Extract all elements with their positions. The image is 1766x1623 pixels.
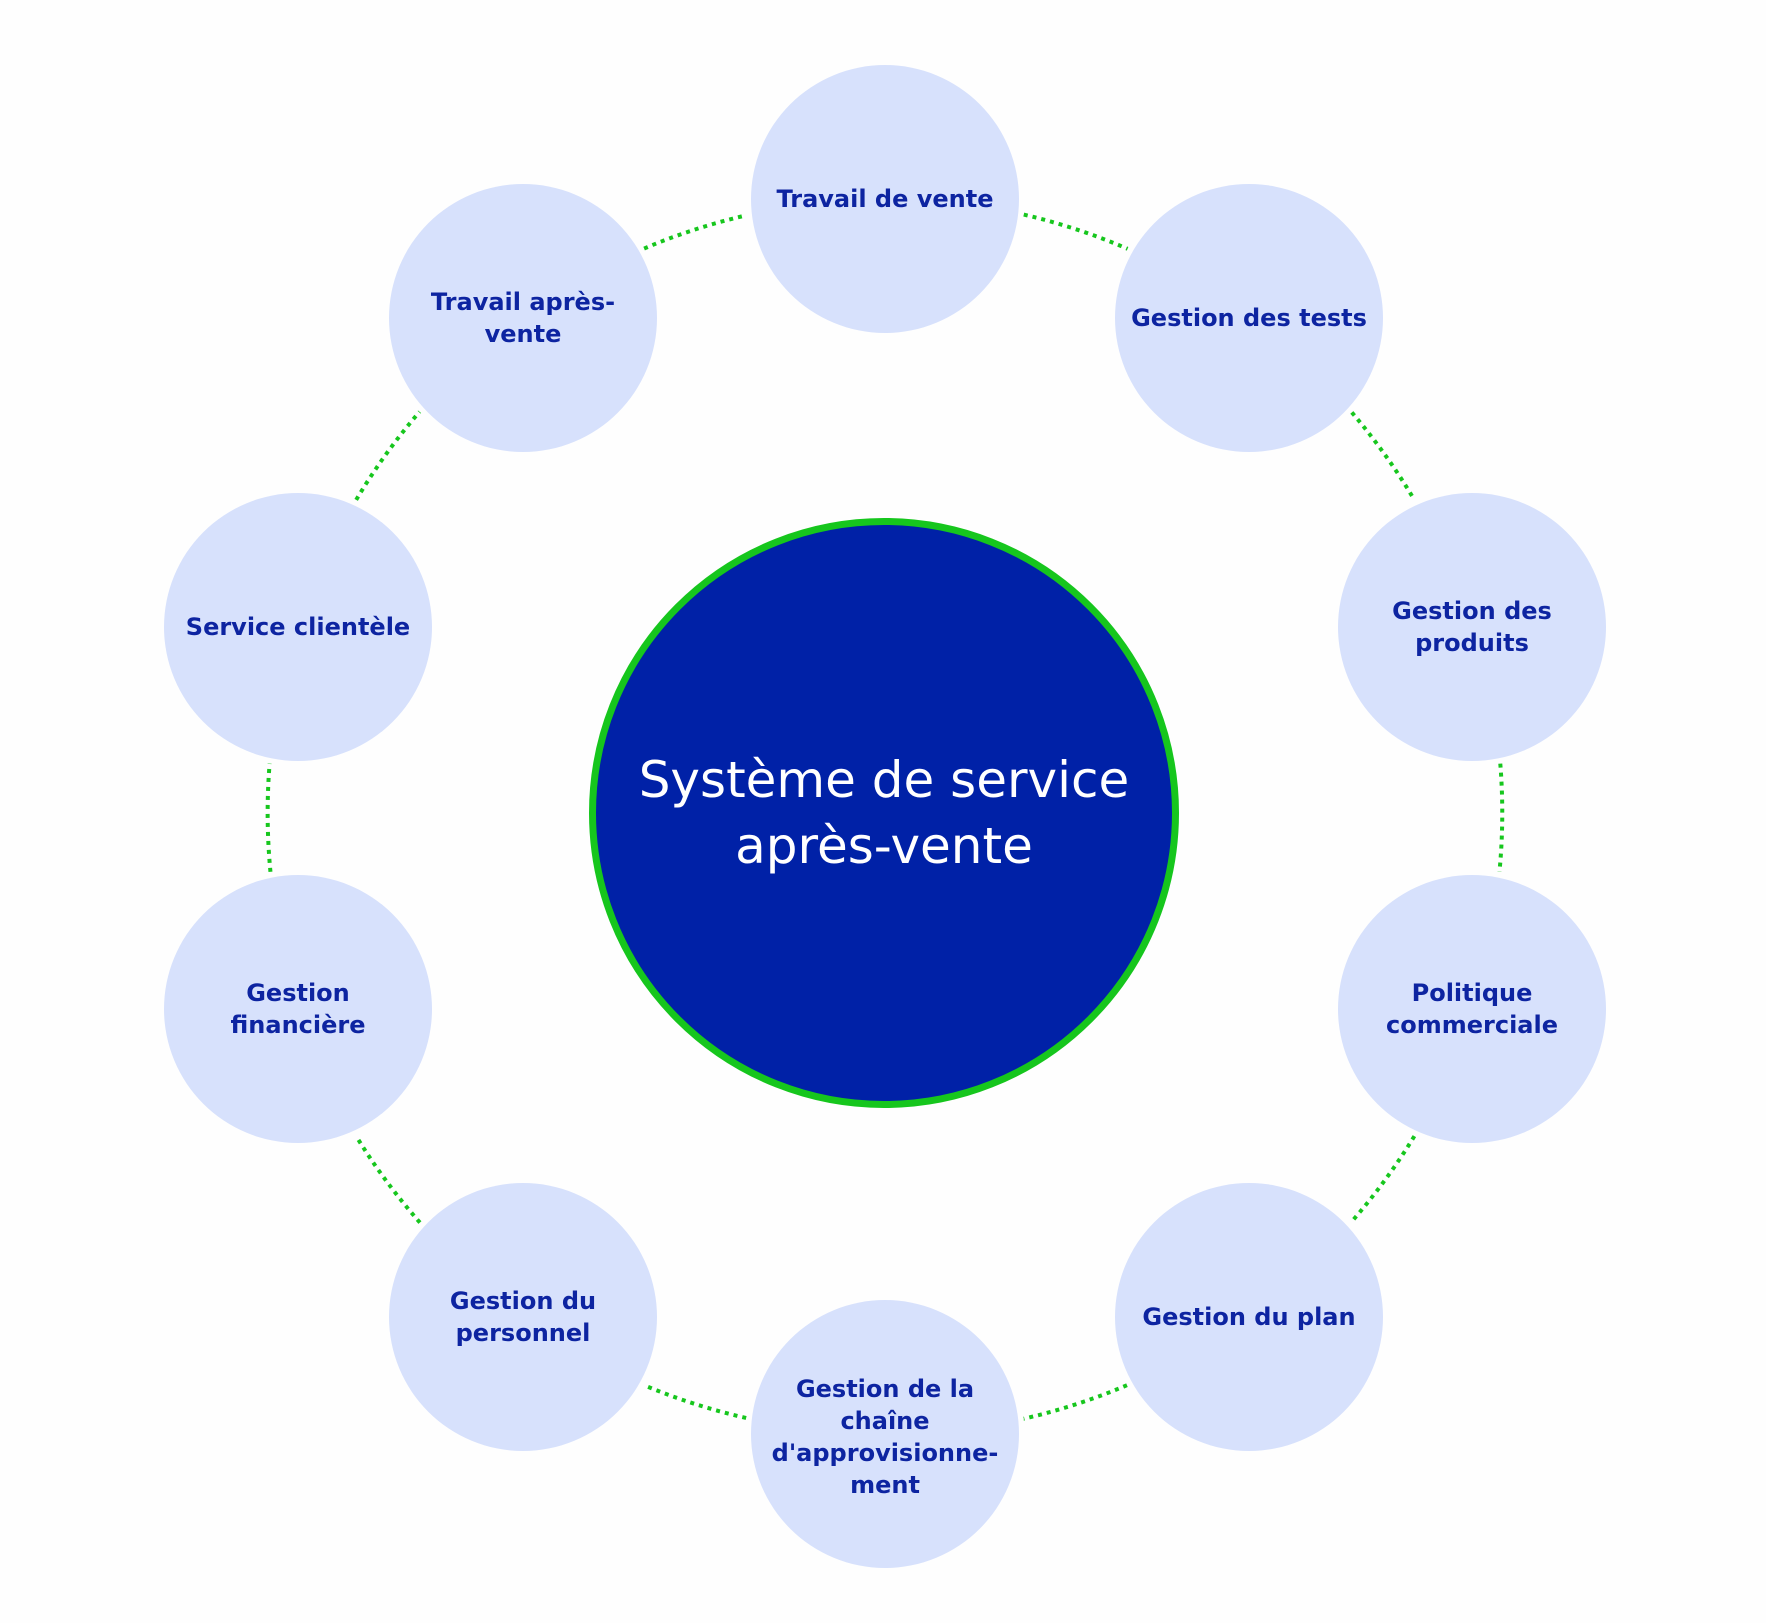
- node-gestion-des-tests: Gestion des tests: [1115, 184, 1383, 452]
- connector-dotted-arc: [643, 213, 747, 251]
- node-label: Service clientèle: [185, 613, 411, 641]
- center-node: Système de service après-vente: [589, 518, 1179, 1108]
- node-label: Gestion financière: [230, 979, 366, 1039]
- connector-dotted-arc: [1349, 1135, 1417, 1224]
- node-label: Travail de vente: [776, 185, 994, 213]
- connector-dotted-arc: [354, 410, 422, 501]
- center-node-label: Système de service après-vente: [638, 751, 1130, 875]
- node-label: Gestion du plan: [1142, 1303, 1356, 1331]
- node-travail-apres-vente: Travail après-vente: [389, 184, 657, 452]
- node-politique-commerciale: Politique commerciale: [1338, 875, 1606, 1143]
- connector-group: [265, 212, 1505, 1421]
- connector-dotted-arc: [1023, 212, 1129, 251]
- node-gestion-du-personnel: Gestion du personnel: [389, 1183, 657, 1451]
- node-travail-de-vente: Travail de vente: [751, 65, 1019, 333]
- node-label: Gestion des produits: [1392, 597, 1552, 657]
- node-gestion-financiere: Gestion financière: [164, 875, 432, 1143]
- node-label: Gestion de la chaîne d'approvisionne-men…: [771, 1375, 999, 1499]
- node-label: Gestion du personnel: [449, 1287, 597, 1347]
- node-gestion-du-plan: Gestion du plan: [1115, 1183, 1383, 1451]
- node-label: Travail après-vente: [430, 288, 616, 348]
- node-gestion-des-produits: Gestion des produits: [1338, 493, 1606, 761]
- connector-dotted-arc: [1497, 763, 1505, 873]
- connector-dotted-arc: [1350, 411, 1416, 501]
- node-gestion-chaine-approvisionnement: Gestion de la chaîne d'approvisionne-men…: [751, 1300, 1019, 1568]
- node-service-clientele: Service clientèle: [164, 493, 432, 761]
- node-label: Gestion des tests: [1131, 304, 1367, 332]
- connector-dotted-arc: [354, 1134, 422, 1224]
- connector-dotted-arc: [1023, 1383, 1128, 1421]
- connector-dotted-arc: [265, 763, 273, 873]
- connector-dotted-arc: [643, 1383, 747, 1420]
- node-label: Politique commerciale: [1386, 979, 1558, 1039]
